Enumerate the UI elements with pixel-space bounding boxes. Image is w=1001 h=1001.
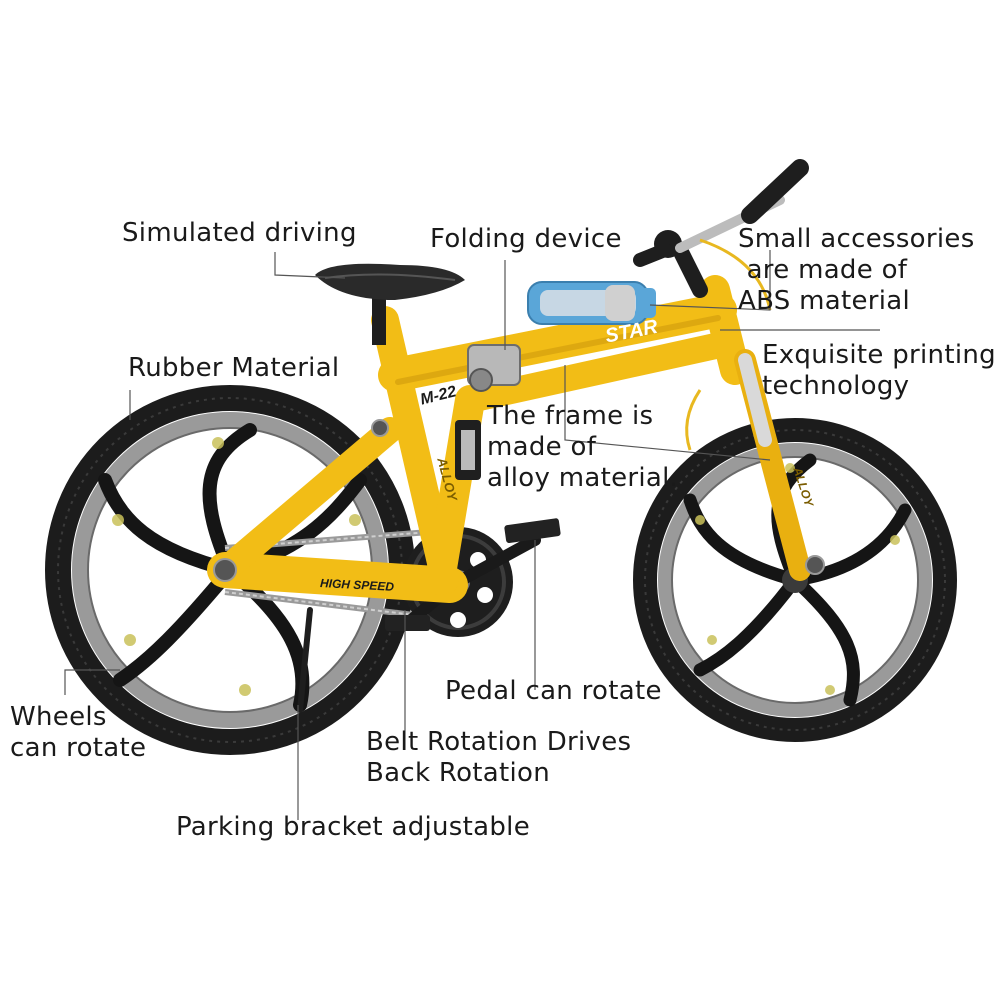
pedal-crank xyxy=(385,518,561,631)
callout-wheels-rotate: Wheels can rotate xyxy=(10,702,147,763)
handlebar xyxy=(633,159,809,451)
callout-folding-device: Folding device xyxy=(430,224,622,254)
callout-belt-rotation: Belt Rotation Drives Back Rotation xyxy=(366,727,632,788)
folding-hinge xyxy=(467,344,521,392)
callout-simulated-driving: Simulated driving xyxy=(122,218,357,248)
parking-bracket xyxy=(297,607,313,713)
callout-exquisite-printing: Exquisite printing technology xyxy=(762,340,996,401)
callout-leaders xyxy=(64,250,880,820)
decal-high-speed: HIGH SPEED xyxy=(320,576,395,594)
callout-small-accessories: Small accessories are made of ABS materi… xyxy=(738,224,975,316)
decal-m22: M-22 xyxy=(419,383,459,408)
rear-shock xyxy=(455,420,481,480)
front-rim xyxy=(658,443,932,717)
callout-pedal-rotate: Pedal can rotate xyxy=(445,676,662,706)
decal-alloy-fork: ALLOY xyxy=(790,464,816,509)
frame xyxy=(207,275,811,603)
pivot-bolts xyxy=(213,419,825,582)
saddle xyxy=(315,263,465,345)
water-bottle xyxy=(527,281,656,325)
callout-rubber-material: Rubber Material xyxy=(128,353,340,383)
callout-parking-bracket: Parking bracket adjustable xyxy=(176,812,531,842)
callout-frame-material: The frame is made of alloy material. xyxy=(487,401,679,493)
